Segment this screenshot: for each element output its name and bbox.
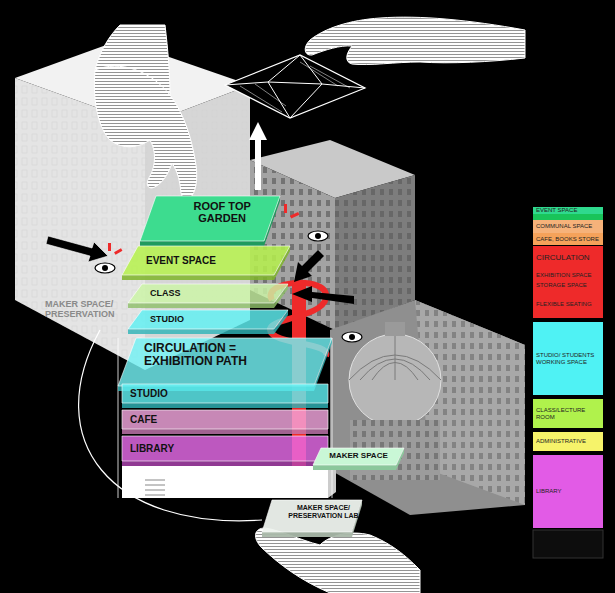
stack-base-part	[118, 338, 332, 498]
eye-icons-part	[114, 248, 122, 255]
legend-text: STUDIO/ STUDENTS WORKING SPACE	[536, 352, 603, 365]
view-arrows-part	[294, 250, 324, 282]
legend-swatch: CIRCULATION	[533, 246, 603, 270]
slab-top	[128, 310, 288, 329]
space-label: MAKER SPACE	[329, 452, 388, 461]
legend-swatch: STORAGE SPACE	[533, 280, 603, 290]
roof-wireframe-part	[225, 55, 365, 118]
roof-wireframe	[225, 55, 365, 118]
slab-side	[313, 465, 396, 470]
slab-top	[118, 338, 332, 386]
floor-slab: MAKER SPACE/ PRESERVATION LAB	[262, 500, 362, 537]
slab-top	[122, 384, 328, 403]
eye-icons-part	[308, 231, 328, 241]
historic-building-part	[330, 300, 525, 515]
stack-base-part	[145, 480, 165, 495]
stack-base	[118, 338, 336, 498]
legend-swatch: EXHIBITION SPACE	[533, 270, 603, 280]
lift-arrow	[249, 122, 267, 190]
hand-top-right-part	[305, 17, 525, 64]
legend-swatch: EVENT SPACE	[533, 207, 603, 214]
space-label: EVENT SPACE	[146, 255, 216, 266]
slab-side	[122, 275, 274, 280]
hand-top-left-part	[94, 66, 196, 199]
legend-text: COMMUNAL SPACE	[536, 223, 592, 229]
slab-side	[262, 532, 352, 537]
view-arrows	[46, 122, 354, 304]
legend-swatch: CLASS/LECTURE ROOM	[533, 399, 603, 428]
slab-side	[128, 329, 274, 334]
slab-top	[313, 448, 404, 465]
slab-side	[122, 429, 328, 434]
space-label: LIBRARY	[130, 443, 174, 454]
legend-text: EVENT SPACE	[536, 207, 577, 213]
floor-slab: CAFE	[122, 410, 328, 434]
historic-building-part	[385, 322, 405, 336]
eye-icons-part	[95, 263, 115, 273]
floor-slab: STUDIO	[122, 384, 328, 408]
legend-swatch: FLEXIBLE SEATING	[533, 290, 603, 318]
legend-text: STORAGE SPACE	[536, 282, 587, 288]
legend-text: CLASS/LECTURE ROOM	[536, 407, 603, 420]
slab-top	[128, 284, 288, 303]
slab-side	[128, 303, 274, 308]
slab-side	[140, 241, 264, 246]
eye-icons-part	[342, 332, 362, 342]
legend-text: EXHIBITION SPACE	[536, 272, 592, 278]
slab-side	[122, 461, 328, 466]
eye-icons-part	[315, 233, 321, 239]
slab-side	[122, 403, 328, 408]
space-label: STUDIO	[130, 388, 168, 399]
space-label: STUDIO	[150, 315, 184, 325]
view-arrows-part	[292, 286, 354, 304]
slab-top	[122, 436, 328, 461]
slab-top	[140, 196, 280, 241]
space-label: CLASS	[150, 289, 181, 299]
floor-slab: EVENT SPACE	[122, 246, 290, 280]
legend-extras-part	[533, 530, 603, 558]
hand-top-left	[94, 25, 196, 199]
floor-slab: MAKER SPACE	[313, 448, 404, 470]
eye-icons-part	[284, 204, 287, 213]
historic-building-part	[349, 334, 441, 380]
hand-bottom	[256, 528, 420, 593]
space-label: CAFE	[130, 414, 157, 425]
floor-slab: CLASS	[128, 284, 288, 308]
eye-icons-part	[290, 212, 299, 219]
floor-slab: STUDIO	[128, 310, 288, 334]
floor-slab: CIRCULATION = EXHIBITION PATH	[118, 338, 332, 391]
eye-icons-part	[102, 265, 108, 271]
legend-swatch: COMMUNAL SPACE	[533, 220, 603, 233]
legend-swatch: CAFE, BOOKS STORE	[533, 233, 603, 245]
ghost-label: MAKER SPACE/ PRESERVATION	[45, 300, 125, 320]
slab-top	[262, 500, 362, 532]
historic-building-part	[349, 334, 441, 426]
space-label: CIRCULATION = EXHIBITION PATH	[144, 342, 274, 368]
legend-extras	[533, 214, 603, 558]
space-label: MAKER SPACE/ PRESERVATION LAB	[285, 504, 362, 519]
view-arrows-part	[46, 236, 108, 262]
slab-top	[122, 410, 328, 429]
hand-bottom-part	[256, 528, 420, 593]
legend-swatch: LIBRARY	[533, 455, 603, 528]
legend-text: CAFE, BOOKS STORE	[536, 236, 599, 242]
legend-swatch: STUDIO/ STUDENTS WORKING SPACE	[533, 322, 603, 395]
space-label: ROOF TOP GARDEN	[186, 200, 258, 224]
legend-text: LIBRARY	[536, 488, 562, 494]
legend-text: FLEXIBLE SEATING	[536, 301, 592, 307]
roof-wireframe-part	[225, 55, 365, 118]
slab-top	[122, 246, 290, 275]
stack-base-part	[122, 466, 328, 498]
legend-text: CIRCULATION	[536, 254, 590, 262]
floor-slab: LIBRARY	[122, 436, 328, 466]
legend-swatch: ADMINISTRATIVE	[533, 432, 603, 451]
hand-top-right	[305, 17, 525, 64]
legend-text: ADMINISTRATIVE	[536, 438, 586, 444]
floor-slab: ROOF TOP GARDEN	[140, 196, 280, 246]
eye-icons-part	[349, 334, 355, 340]
eye-icons-part	[108, 243, 111, 251]
roof-wireframe-part	[240, 62, 350, 112]
